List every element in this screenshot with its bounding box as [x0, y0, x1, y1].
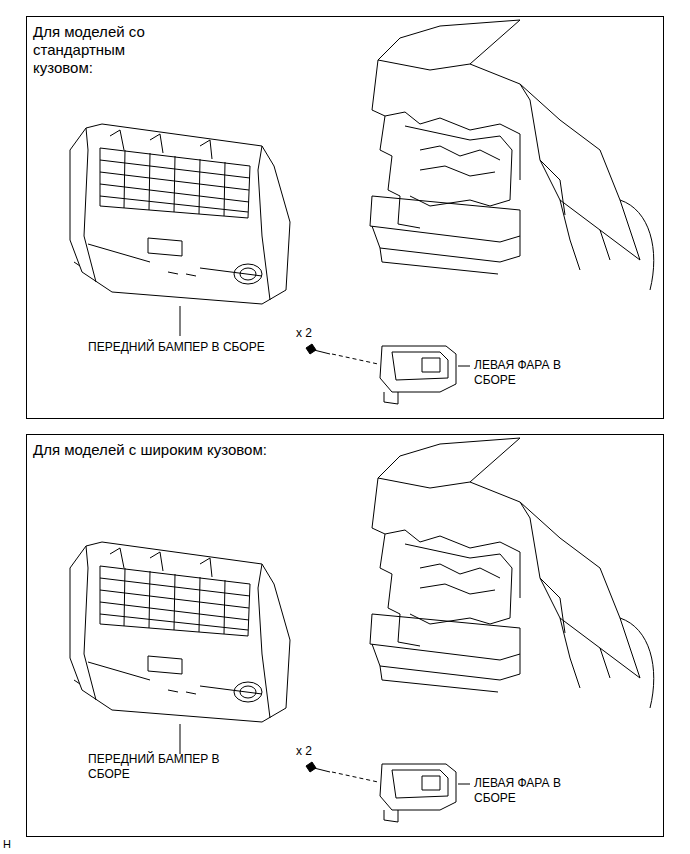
- panel-heading: Для моделей со стандартным кузовом:: [33, 23, 163, 77]
- scene-standard: [70, 20, 654, 404]
- part-label: ЛЕВАЯ ФАРА В СБОРЕ: [474, 776, 586, 806]
- part-label: ПЕРЕДНИЙ БАМПЕР В СБОРЕ: [88, 340, 308, 355]
- panel-heading: Для моделей с широким кузовом:: [33, 441, 433, 459]
- scene-wide: [70, 438, 654, 822]
- part-label: ЛЕВАЯ ФАРА В СБОРЕ: [474, 358, 586, 388]
- quantity-label: x 2: [296, 326, 336, 341]
- quantity-label: x 2: [296, 744, 336, 759]
- part-label: ПЕРЕДНИЙ БАМПЕР В СБОРЕ: [88, 752, 223, 782]
- figure-code: H: [3, 838, 23, 852]
- variant-panel: Для моделей со стандартным кузовом:: [26, 16, 664, 419]
